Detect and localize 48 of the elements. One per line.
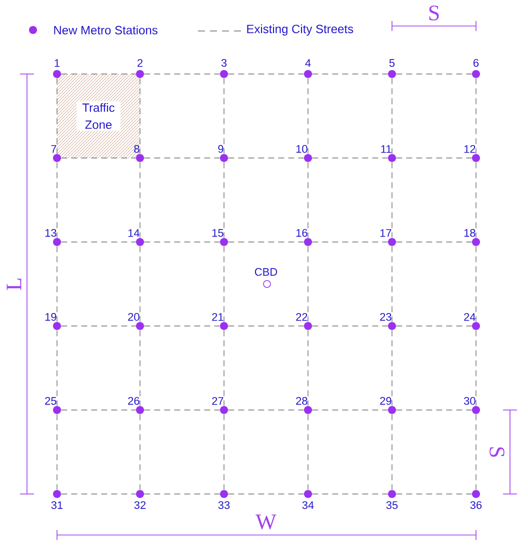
street-line: [56, 246, 58, 322]
station-number: 15: [212, 229, 224, 237]
street-line: [56, 162, 58, 238]
station-number: 28: [296, 397, 308, 405]
station-number: 25: [45, 397, 56, 405]
station-number: 31: [51, 501, 63, 509]
station-number: 27: [212, 397, 224, 405]
station-number: 26: [128, 397, 140, 405]
cbd-label: CBD: [254, 268, 278, 276]
station-number: 9: [218, 145, 224, 153]
dimension-label: L: [6, 278, 22, 290]
station-number: 36: [470, 501, 482, 509]
station-number: 3: [221, 59, 227, 67]
station-number: 20: [128, 313, 140, 321]
station-number: 18: [464, 229, 476, 237]
street-line: [56, 414, 58, 490]
station-number: 32: [134, 501, 146, 509]
station-number: 12: [464, 145, 476, 153]
station-number: 24: [464, 313, 476, 321]
station-number: 2: [137, 59, 142, 67]
street-line: [56, 330, 58, 406]
station-number: 14: [128, 229, 140, 237]
station-number: 6: [474, 59, 479, 67]
station-number: 17: [380, 229, 392, 237]
station-number: 10: [296, 145, 308, 153]
station-number: 23: [380, 313, 392, 321]
station-number: 30: [464, 397, 476, 405]
dimension-label: W: [256, 514, 276, 530]
station-number: 1: [54, 59, 60, 67]
station-number: 13: [45, 229, 56, 237]
station-number: 16: [296, 229, 308, 237]
station-number: 11: [381, 145, 392, 153]
legend-label: New Metro Stations: [54, 26, 158, 34]
station-number: 21: [212, 313, 224, 321]
dimension-label: S: [490, 447, 504, 457]
street-line: [56, 78, 58, 154]
station-number: 7: [51, 145, 56, 153]
zone-label: Traffic Zone: [76, 101, 120, 131]
station-number: 34: [302, 501, 314, 509]
legend-label: Existing City Streets: [247, 24, 354, 36]
station-number: 29: [380, 397, 392, 405]
station-number: 22: [296, 313, 308, 321]
station-number: 19: [45, 313, 56, 321]
station-number: 5: [389, 59, 395, 67]
dimension-label: S: [429, 6, 439, 20]
station-number: 35: [386, 501, 398, 509]
station-number: 33: [218, 501, 230, 509]
station-number: 4: [305, 59, 311, 67]
